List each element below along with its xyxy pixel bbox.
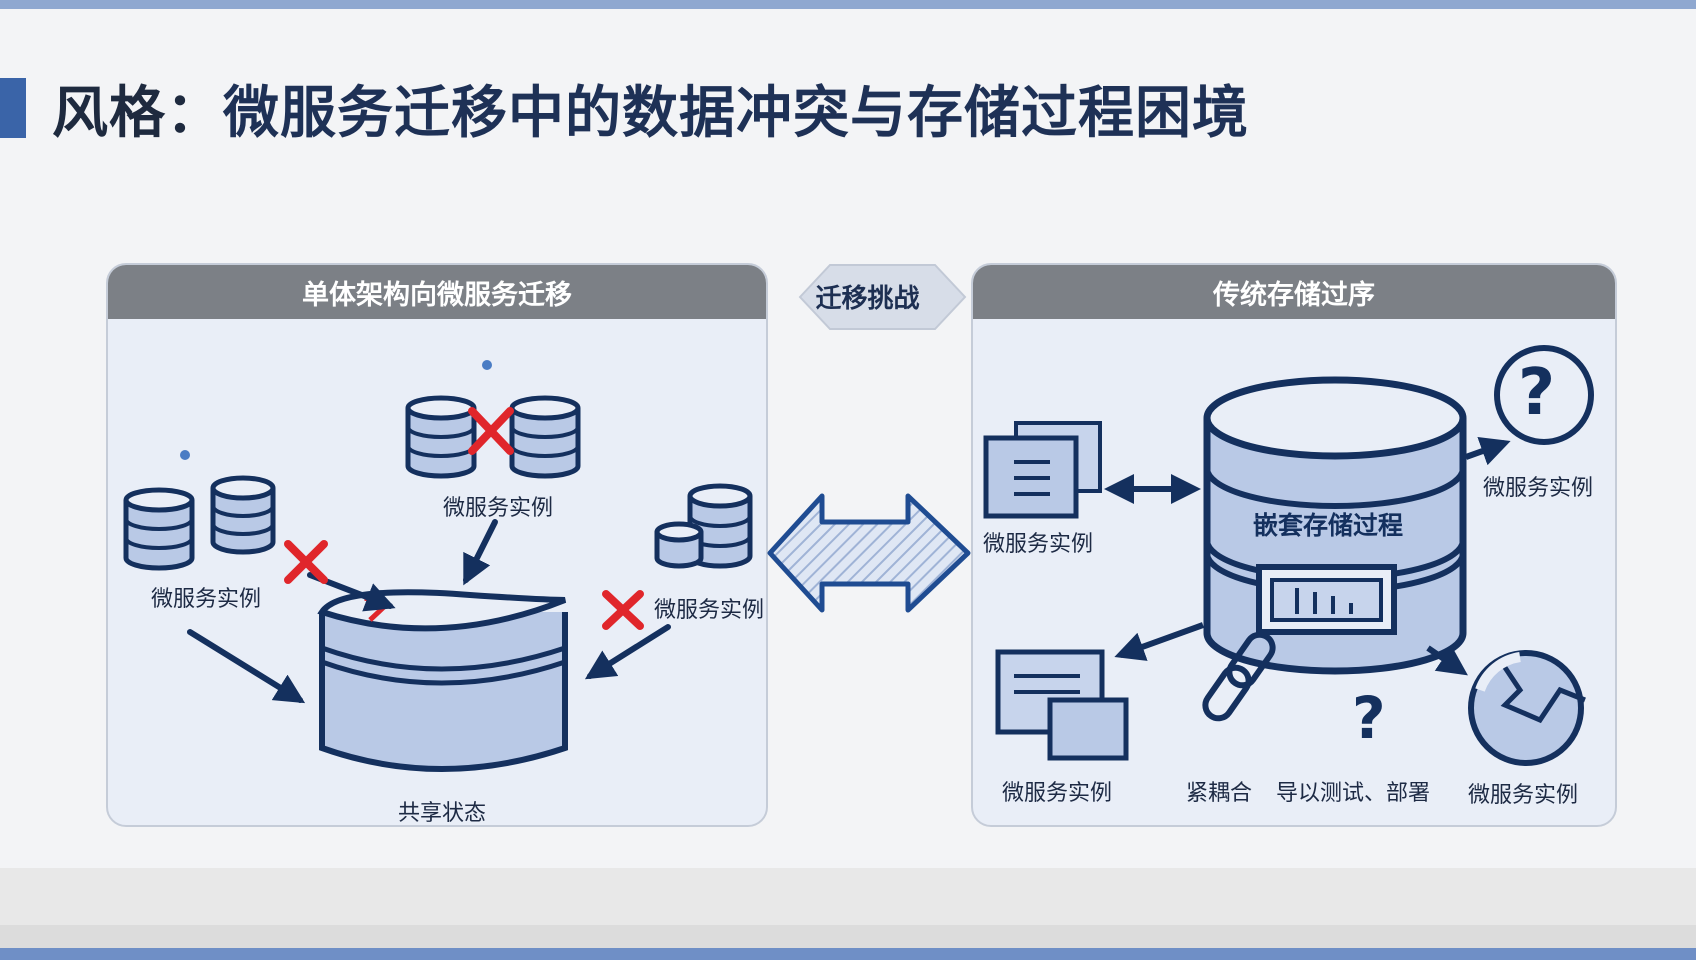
label-test-deploy: 导以测试、部署 [1276, 781, 1431, 806]
title-main: 微服务迁移中的数据冲突与存储过程困境 [223, 80, 1249, 146]
database-icon [1203, 376, 1467, 675]
page-title: 风格：微服务迁移中的数据冲突与存储过程困境 [52, 70, 1249, 146]
shared-state-database-icon [317, 589, 568, 772]
error-x-icon [602, 590, 644, 630]
database-icon [654, 521, 704, 569]
label-instance-right: 微服务实例 [654, 598, 765, 623]
double-arrow-icon [767, 493, 971, 613]
left-panel-header: 单体架构向微服务迁移 [108, 265, 766, 319]
title-accent-bar [0, 78, 26, 138]
label-tight-coupling: 紧耦合 [1186, 781, 1253, 806]
arrow-icon [1464, 436, 1511, 466]
footer-band-lower [0, 925, 1696, 949]
migration-challenge-banner [798, 264, 967, 330]
label-instance-top: 微服务实例 [443, 496, 554, 521]
error-x-icon [284, 540, 328, 584]
database-icon [210, 475, 276, 555]
arrow-icon [1426, 645, 1468, 676]
migration-challenge-label: 迁移挑战 [815, 284, 920, 314]
top-accent-bar [0, 0, 1696, 9]
title-prefix: 风格： [52, 80, 223, 146]
database-icon [509, 395, 581, 479]
label-shared-state: 共享状态 [398, 801, 487, 826]
question-icon: ? [1352, 684, 1386, 752]
database-icon [405, 395, 477, 479]
question-icon [1494, 345, 1594, 445]
label-instance-left: 微服务实例 [983, 532, 1094, 557]
question-mark-glyph: ? [1518, 356, 1556, 430]
cracked-disk-icon [1468, 650, 1586, 766]
error-x-icon [468, 407, 514, 455]
right-panel-header: 传统存储过序 [973, 265, 1615, 319]
label-instance-left: 微服务实例 [151, 587, 262, 612]
chain-link-icon [1202, 631, 1276, 722]
database-icon [687, 483, 753, 569]
label-nested-procedure: 嵌套存储过程 [1253, 511, 1404, 540]
database-icon [123, 487, 195, 571]
arrow-icon [1114, 622, 1205, 661]
label-instance-topright: 微服务实例 [1483, 476, 1594, 501]
label-instance-bottomright: 微服务实例 [1468, 783, 1579, 808]
bottom-accent-bar [0, 948, 1696, 960]
document-icon [995, 649, 1129, 761]
label-instance-bottomleft: 微服务实例 [1002, 781, 1113, 806]
document-icon [983, 421, 1102, 519]
